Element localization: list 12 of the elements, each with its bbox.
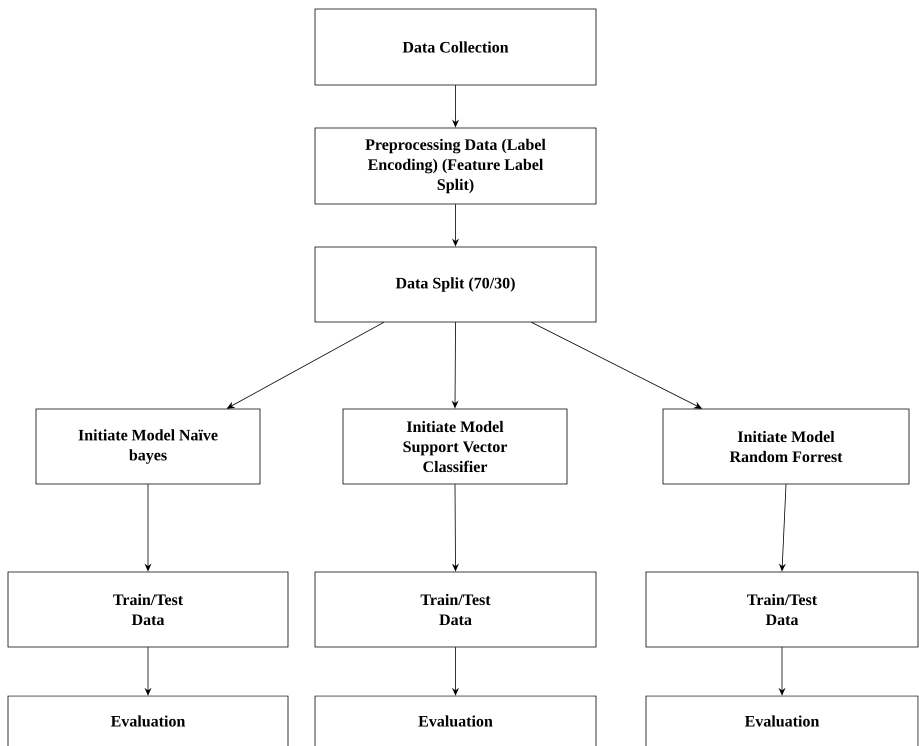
process-box: Evaluation [8, 696, 288, 746]
process-box: Data Collection [314, 8, 596, 86]
process-box: Train/Test Data [314, 572, 596, 648]
process-box: Train/Test Data [8, 572, 288, 648]
process-box: Initiate Model Random Forrest [662, 408, 910, 484]
process-box: Data Split (70/30) [314, 246, 596, 322]
process-box: Train/Test Data [646, 572, 918, 648]
process-box: Evaluation [646, 696, 918, 746]
process-box: Initiate Model Support Vector Classifier [342, 408, 568, 484]
process-box: Initiate Model Naïve bayes [36, 408, 260, 484]
process-box: Evaluation [314, 696, 596, 746]
process-box: Preprocessing Data (Label Encoding) (Feature Label Split) [314, 128, 596, 204]
